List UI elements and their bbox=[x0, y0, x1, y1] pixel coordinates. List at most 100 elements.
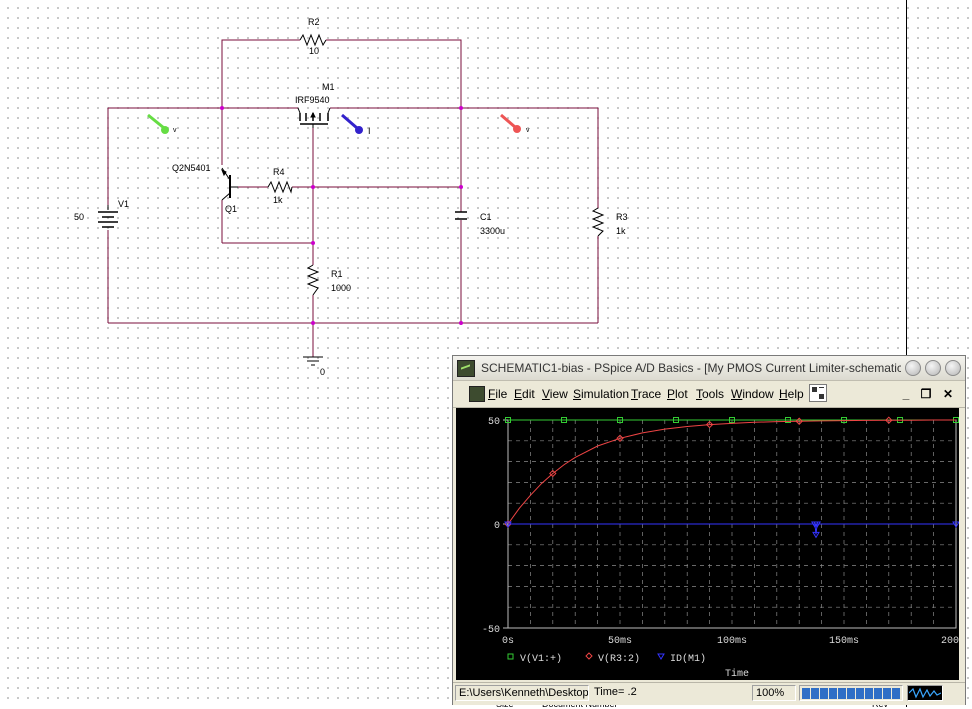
doc-restore-button[interactable]: ❐ bbox=[920, 387, 932, 401]
r4-ref-label: R4 bbox=[273, 167, 285, 177]
series-point bbox=[813, 521, 822, 528]
series-point bbox=[952, 521, 960, 528]
r2-resistor bbox=[299, 33, 327, 47]
series-point bbox=[785, 417, 791, 423]
current-marker-label: I bbox=[368, 126, 371, 136]
maximize-circle-button[interactable] bbox=[925, 360, 941, 376]
document-icon[interactable] bbox=[469, 386, 485, 402]
title-bar[interactable]: SCHEMATIC1-bias - PSpice A/D Basics - [M… bbox=[453, 356, 965, 381]
voltage-marker-right-icon bbox=[500, 113, 521, 133]
legend-label: ID(M1) bbox=[670, 653, 706, 665]
waveform-plot[interactable]: 500-500s50ms100ms150ms200msV(V1:+)V(R3:2… bbox=[456, 408, 971, 680]
c1-ref-label: C1 bbox=[480, 212, 492, 222]
menu-plot[interactable]: Plot bbox=[667, 387, 688, 401]
q1-value-label: Q2N5401 bbox=[172, 163, 211, 173]
series-point bbox=[885, 416, 893, 424]
current-marker-m1-icon bbox=[341, 113, 363, 134]
v1-battery bbox=[98, 205, 118, 228]
pspice-window[interactable]: SCHEMATIC1-bias - PSpice A/D Basics - [M… bbox=[452, 355, 971, 705]
series-point bbox=[705, 420, 714, 429]
legend-symbol bbox=[507, 653, 514, 660]
v1-value-label: 50 bbox=[74, 212, 84, 222]
m1-value-label: IRF9540 bbox=[295, 95, 330, 105]
series-point bbox=[812, 531, 820, 539]
progress-block bbox=[856, 687, 864, 699]
waveform-indicator-icon bbox=[907, 685, 943, 701]
x-tick-label: 100ms bbox=[717, 636, 747, 647]
progress-block bbox=[820, 687, 828, 699]
voltage-marker-left-label: v bbox=[173, 127, 177, 134]
probe-tool-icon[interactable] bbox=[809, 384, 827, 402]
r3-value-label: 1k bbox=[616, 226, 626, 236]
status-time: Time= .2 bbox=[594, 686, 637, 698]
ground-symbol bbox=[303, 356, 323, 366]
series-point bbox=[505, 417, 511, 423]
minimize-circle-button[interactable] bbox=[905, 360, 921, 376]
series-point bbox=[504, 521, 512, 528]
series-point bbox=[617, 417, 623, 423]
schematic-wires bbox=[107, 39, 599, 357]
menu-edit[interactable]: Edit bbox=[514, 387, 535, 401]
x-tick-label: 200ms bbox=[941, 636, 959, 647]
legend-symbol bbox=[657, 653, 665, 660]
progress-block bbox=[829, 687, 837, 699]
series-point bbox=[549, 469, 557, 478]
legend-label: V(R3:2) bbox=[598, 653, 640, 665]
menu-file[interactable]: File bbox=[488, 387, 508, 401]
menu-tools[interactable]: Tools bbox=[696, 387, 725, 401]
r2-ref-label: R2 bbox=[308, 17, 320, 27]
x-tick-label: 0s bbox=[502, 636, 514, 647]
y-tick-label: 0 bbox=[494, 521, 500, 532]
series-point bbox=[616, 434, 624, 443]
r3-ref-label: R3 bbox=[616, 212, 628, 222]
series-point bbox=[673, 417, 679, 423]
window-title: SCHEMATIC1-bias - PSpice A/D Basics - [M… bbox=[481, 361, 901, 375]
doc-minimize-button[interactable]: _ bbox=[902, 387, 910, 401]
waveform-chart: 500-500s50ms100ms150ms200msV(V1:+)V(R3:2… bbox=[482, 416, 971, 680]
y-tick-label: -50 bbox=[482, 625, 500, 636]
ground-label: 0 bbox=[320, 367, 325, 377]
voltage-marker-left-icon bbox=[147, 113, 169, 134]
x-axis-label: Time bbox=[725, 668, 749, 680]
menu-help[interactable]: Help bbox=[779, 387, 804, 401]
pspice-app-icon[interactable] bbox=[457, 360, 475, 377]
m1-mosfet bbox=[297, 107, 331, 128]
series-line-2 bbox=[508, 523, 956, 535]
x-tick-label: 150ms bbox=[829, 636, 859, 647]
progress-block bbox=[892, 687, 900, 699]
r2-value-label: 10 bbox=[309, 46, 319, 56]
q1-transistor bbox=[221, 167, 238, 201]
y-tick-label: 50 bbox=[488, 417, 500, 428]
voltage-marker-right-label: v bbox=[526, 127, 530, 134]
progress-bar bbox=[799, 685, 903, 701]
progress-block bbox=[811, 687, 819, 699]
status-bar: E:\Users\Kenneth\Desktop\ Time= .2 100% bbox=[453, 682, 965, 705]
close-circle-button[interactable] bbox=[945, 360, 961, 376]
progress-block bbox=[838, 687, 846, 699]
menu-view[interactable]: View bbox=[542, 387, 568, 401]
r1-value-label: 1000 bbox=[331, 283, 351, 293]
menu-trace[interactable]: Trace bbox=[631, 387, 662, 401]
progress-block bbox=[883, 687, 891, 699]
progress-block bbox=[874, 687, 882, 699]
r1-ref-label: R1 bbox=[331, 269, 343, 279]
r1-resistor bbox=[306, 264, 320, 296]
progress-block bbox=[847, 687, 855, 699]
junction-nodes bbox=[220, 106, 463, 325]
q1-ref-label: Q1 bbox=[225, 204, 237, 214]
x-tick-label: 50ms bbox=[608, 636, 632, 647]
r3-resistor bbox=[591, 207, 605, 237]
c1-capacitor bbox=[455, 211, 467, 220]
v1-ref-label: V1 bbox=[118, 199, 129, 209]
menu-simulation[interactable]: Simulation bbox=[573, 387, 630, 401]
menu-window[interactable]: Window bbox=[731, 387, 774, 401]
r4-value-label: 1k bbox=[273, 195, 283, 205]
progress-block bbox=[802, 687, 810, 699]
status-path: E:\Users\Kenneth\Desktop\ bbox=[455, 685, 589, 701]
page-border-line bbox=[906, 0, 907, 707]
series-point bbox=[729, 417, 735, 423]
series-point bbox=[561, 417, 567, 423]
doc-close-button[interactable]: ✕ bbox=[942, 387, 954, 401]
